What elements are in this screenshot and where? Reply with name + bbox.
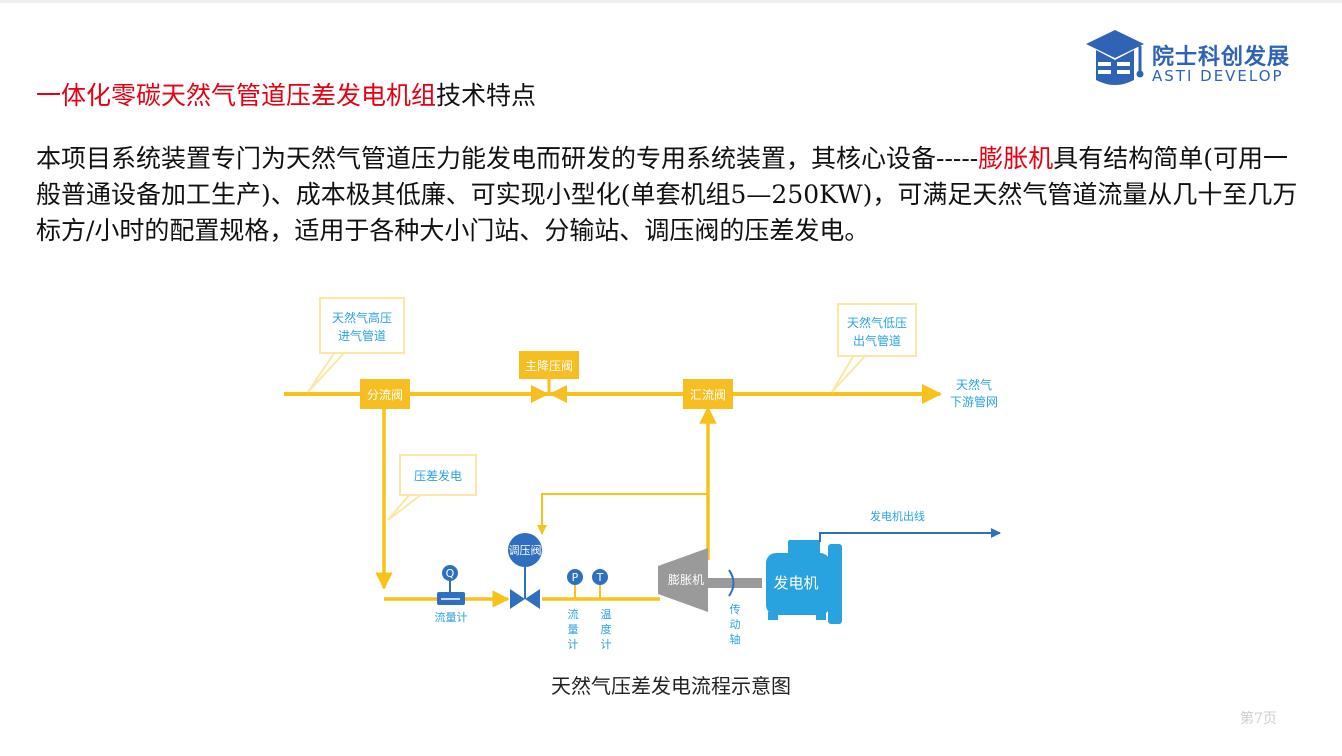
logo-text-cn: 院士科创发展 — [1152, 45, 1291, 70]
process-diagram-svg: 分流阀 主降压阀 汇流阀 天然气高压 进气管道 天然气低压 出气管道 压差发电 … — [284, 297, 1001, 651]
top-border — [0, 0, 1342, 3]
callout-low-line-2: 出气管道 — [853, 333, 901, 348]
regulating-valve-icon — [510, 589, 540, 609]
callout-high-pointer — [307, 351, 346, 393]
feedback-line — [537, 493, 708, 535]
pressure-label-3: 计 — [568, 638, 579, 651]
callout-pd-label: 压差发电 — [414, 468, 462, 483]
temperature-gauge-text: T — [596, 571, 604, 584]
flowmeter-label: 流量计 — [435, 610, 468, 624]
pressure-label-2: 量 — [568, 623, 579, 636]
paragraph-highlight: 膨胀机 — [978, 144, 1054, 173]
shaft-rotation-icon — [728, 569, 735, 597]
callout-low-pressure — [837, 303, 917, 357]
split-valve-label: 分流阀 — [367, 388, 403, 402]
temperature-gauge-icon — [592, 569, 608, 585]
merge-valve-label: 汇流阀 — [690, 388, 726, 402]
temperature-label-3: 计 — [601, 638, 612, 651]
generator-end-plate — [828, 544, 842, 624]
process-diagram: 分流阀 主降压阀 汇流阀 天然气高压 进气管道 天然气低压 出气管道 压差发电 … — [280, 290, 1020, 670]
generator-label: 发电机 — [773, 574, 818, 592]
title-highlight: 一体化零碳天然气管道压差发电机组 — [36, 81, 437, 110]
callout-high-line-1: 天然气高压 — [332, 310, 392, 325]
shaft-label-1: 传 — [730, 603, 741, 616]
regulating-valve-label: 调压阀 — [509, 543, 542, 557]
drive-shaft — [708, 578, 762, 588]
callout-pd-pointer — [387, 493, 423, 521]
regulating-valve-actuator-icon — [508, 533, 542, 567]
split-valve-box — [360, 379, 410, 409]
paragraph-part-1: 本项目系统装置专门为天然气管道压力能发电而研发的专用系统装置，其核心设备----… — [36, 144, 979, 173]
shaft-label-2: 动 — [730, 618, 741, 631]
description-paragraph: 本项目系统装置专门为天然气管道压力能发电而研发的专用系统装置，其核心设备----… — [36, 141, 1311, 249]
flowmeter-q-icon — [442, 565, 458, 581]
page-title: 一体化零碳天然气管道压差发电机组技术特点 — [36, 76, 536, 112]
pressure-gauge-text: P — [572, 571, 579, 584]
generator-terminal-box — [788, 540, 820, 554]
paragraph-part-2: 具有结构简单(可用一般普通设备加工生产)、成本极其低廉、可实现小型化(单套机组5… — [36, 144, 1298, 245]
merge-valve-box — [683, 379, 733, 409]
generator-foot-right — [816, 612, 826, 620]
shaft-label-3: 轴 — [730, 632, 741, 646]
downstream-label-2: 下游管网 — [950, 394, 998, 409]
generator-output-line — [819, 528, 1001, 542]
page-number: 第7页 — [1240, 711, 1277, 727]
title-rest: 技术特点 — [436, 81, 537, 110]
callout-low-pointer — [831, 354, 867, 393]
callout-pressure-diff — [399, 454, 477, 496]
temperature-label-2: 度 — [601, 622, 612, 636]
generator-foot-left — [768, 612, 778, 620]
logo-graduation-cap-icon — [1086, 30, 1144, 85]
main-valve-label: 主降压阀 — [525, 359, 573, 373]
diagram-caption: 天然气压差发电流程示意图 — [551, 674, 791, 698]
temperature-label-1: 温 — [601, 608, 612, 621]
logo-text-en: ASTI DEVELOP — [1152, 67, 1284, 85]
pressure-gauge-icon — [567, 569, 583, 585]
expander-label: 膨胀机 — [668, 573, 704, 587]
pressure-label-1: 流 — [568, 607, 579, 621]
generator-body-icon — [766, 553, 830, 615]
generator-output-label: 发电机出线 — [870, 509, 925, 523]
callout-high-pressure — [319, 297, 405, 354]
flowmeter-q-text: Q — [446, 567, 455, 580]
logo: 院士科创发展 ASTI DEVELOP — [1084, 28, 1314, 90]
callout-low-line-1: 天然气低压 — [847, 315, 907, 330]
downstream-label-1: 天然气 — [956, 377, 992, 392]
expander-icon — [658, 548, 708, 612]
main-valve-icon — [531, 385, 567, 403]
callout-high-line-2: 进气管道 — [338, 328, 386, 343]
main-valve-box — [519, 351, 579, 379]
